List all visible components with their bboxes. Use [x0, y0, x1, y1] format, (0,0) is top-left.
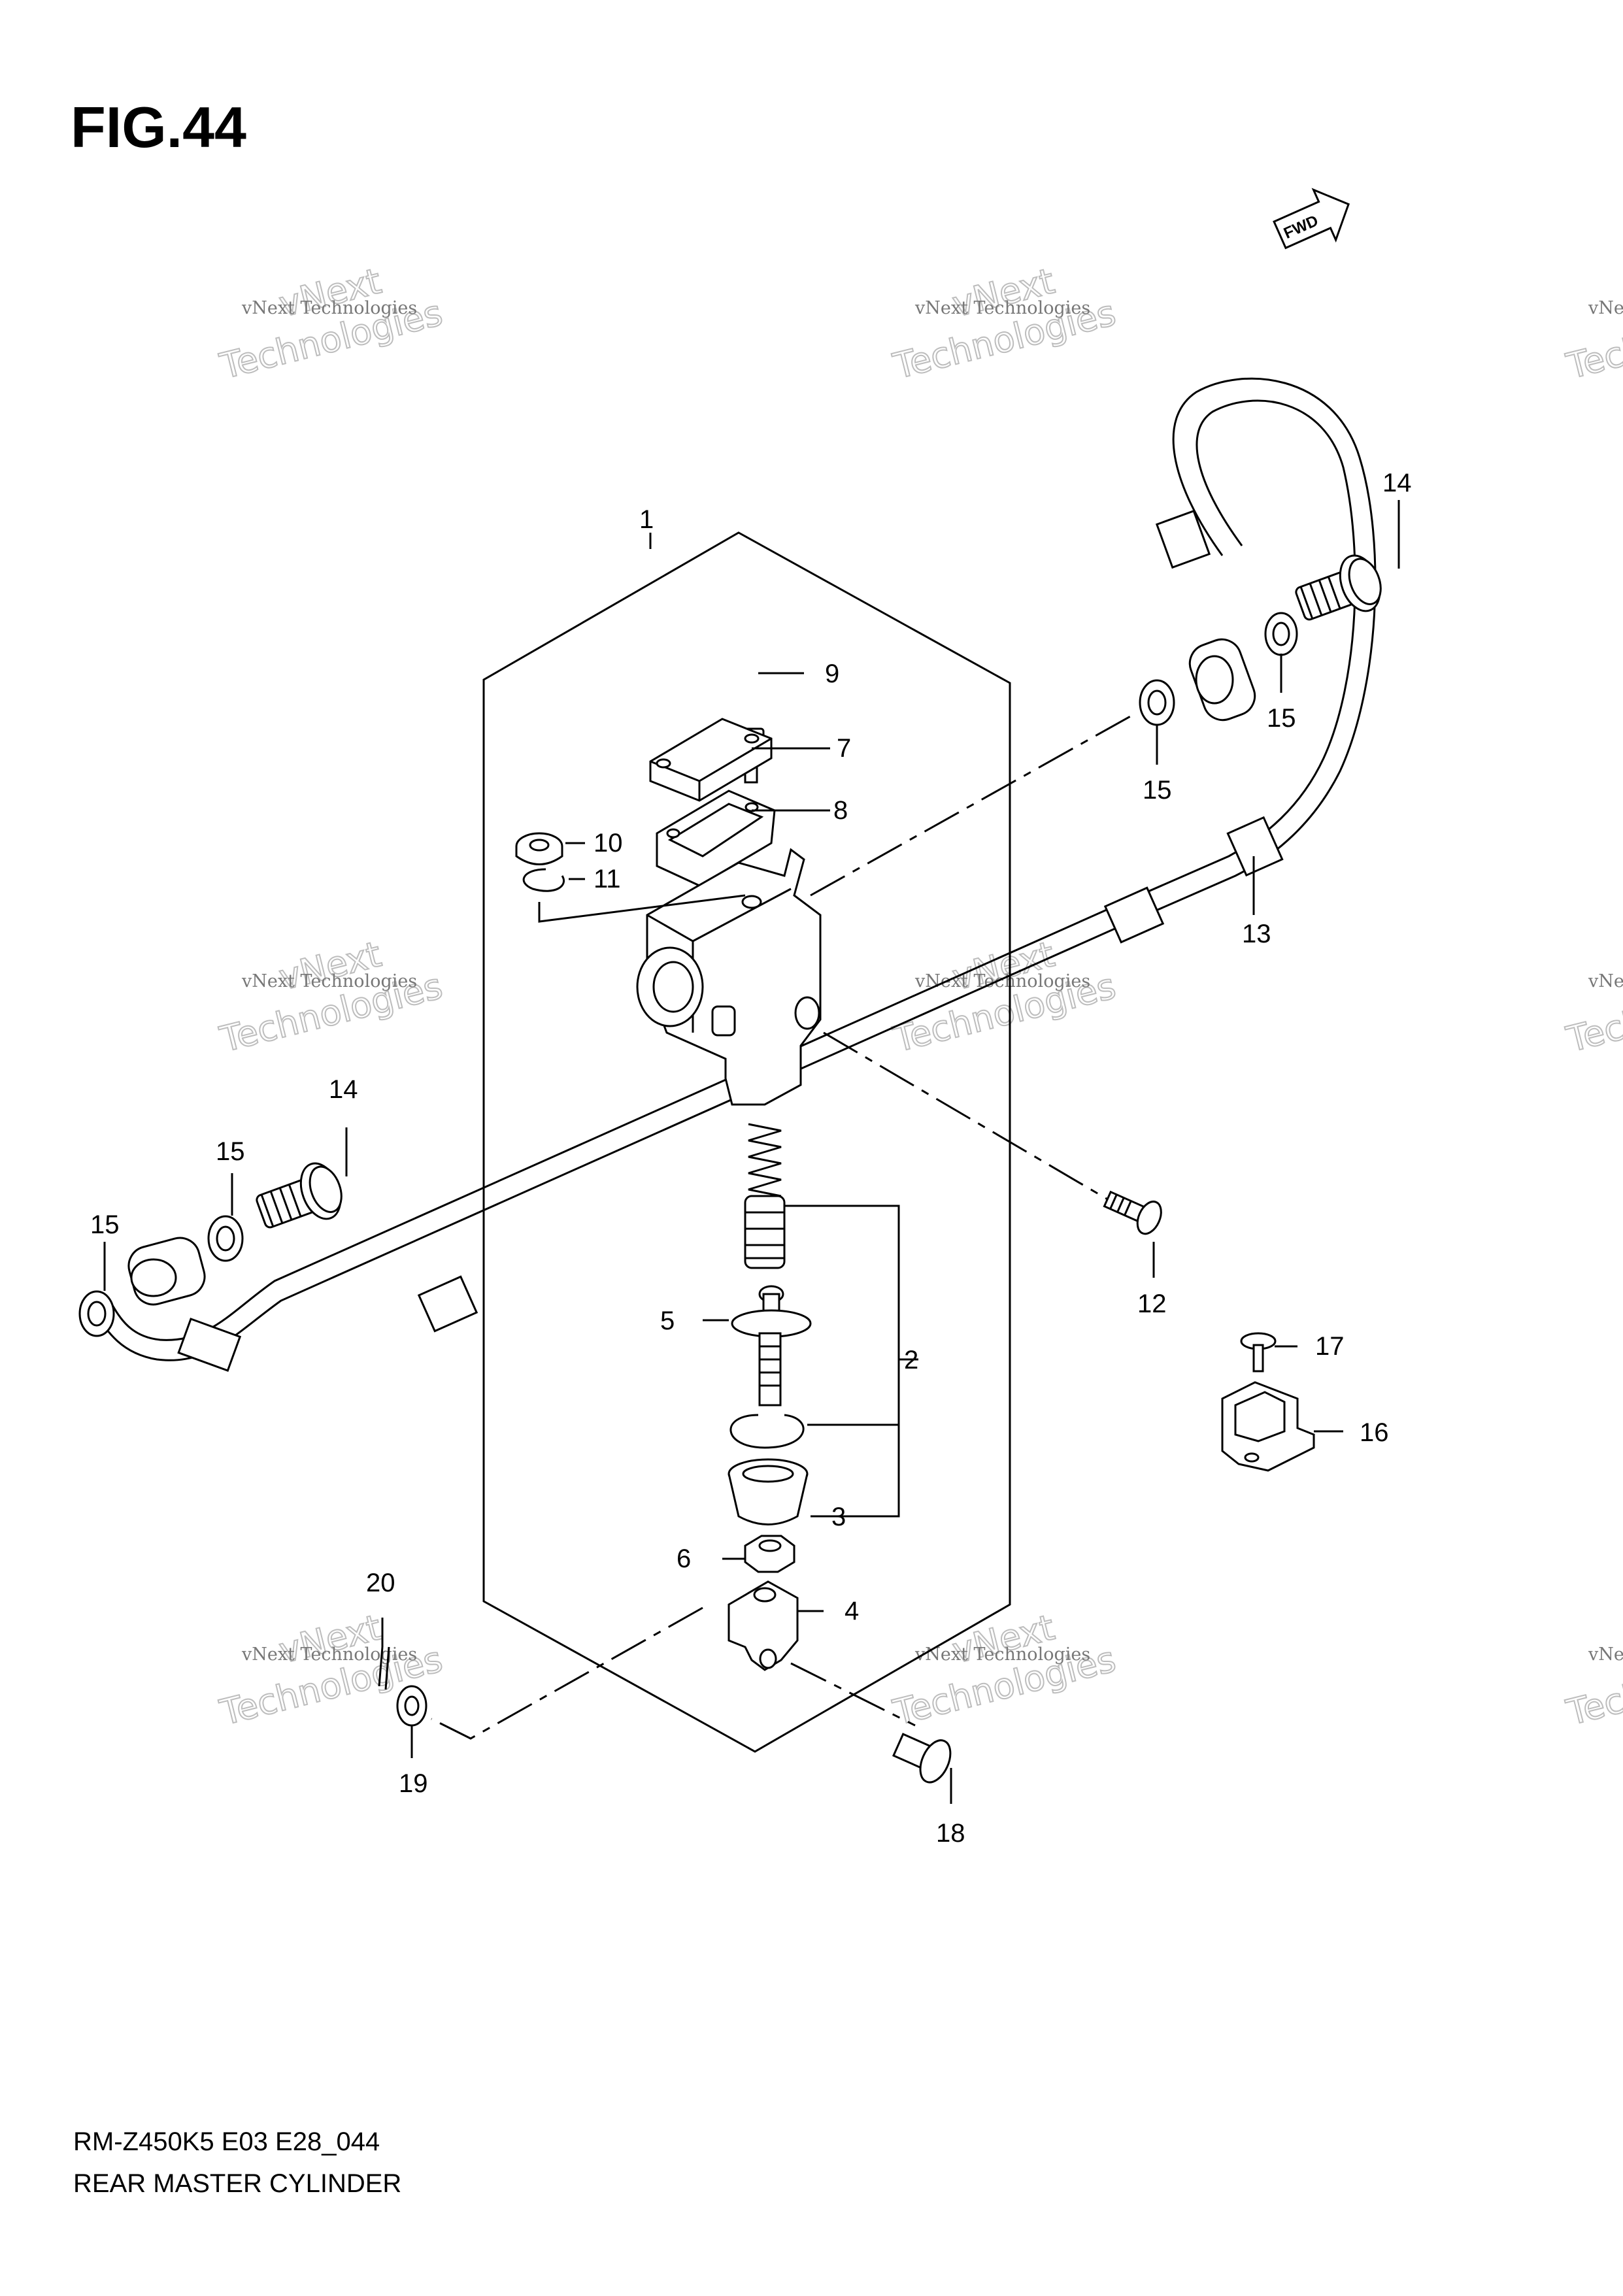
washer — [1264, 612, 1298, 656]
hose-guide-clamp — [1221, 1381, 1315, 1472]
callout-3: 3 — [831, 1503, 846, 1531]
watermark-text: vNext Technologies — [241, 298, 417, 318]
section-name: REAR MASTER CYLINDER — [73, 2169, 401, 2198]
watermark-text: vNext Technologies — [1588, 971, 1623, 991]
callout-12: 12 — [1137, 1289, 1167, 1318]
guide-line — [810, 711, 1138, 897]
mounting-screw — [1103, 1190, 1162, 1235]
watermark-text: vNext Technologies — [241, 971, 417, 991]
callout-17: 17 — [1315, 1332, 1345, 1361]
pin-washer — [396, 1685, 427, 1727]
watermark-text: vNext Technologies — [914, 1644, 1090, 1665]
cotter-pin — [378, 1646, 390, 1690]
hose-banjo-lower — [127, 1237, 206, 1306]
reservoir-cap — [649, 718, 773, 802]
callout-11: 11 — [594, 865, 621, 893]
callout-16: 16 — [1360, 1418, 1389, 1447]
callout-4: 4 — [845, 1597, 859, 1625]
piston-spring — [748, 1123, 782, 1197]
callout-14-upper: 14 — [1382, 469, 1412, 497]
guide-screw — [1240, 1332, 1277, 1373]
master-cylinder-assembly-outline — [482, 531, 1011, 1753]
callout-18: 18 — [936, 1819, 965, 1848]
callout-6: 6 — [677, 1544, 691, 1573]
clevis-pin — [892, 1733, 952, 1784]
hose-connector — [515, 832, 563, 865]
callout-10: 10 — [594, 829, 623, 857]
watermark-text: vNext Technologies — [914, 298, 1090, 318]
callout-14-lower: 14 — [329, 1075, 358, 1104]
washer — [78, 1290, 115, 1337]
callout-9: 9 — [825, 659, 839, 688]
callout-8: 8 — [833, 796, 848, 825]
callout-15-a: 15 — [1143, 776, 1172, 805]
callout-13: 13 — [1242, 920, 1271, 948]
union-bolt-upper — [1295, 554, 1382, 621]
guide-line — [431, 1606, 703, 1740]
watermark-group: Technologies vNext vNext Technologies Te… — [215, 259, 1623, 1734]
callout-15-b: 15 — [1267, 704, 1296, 733]
washer — [207, 1215, 244, 1262]
lock-nut — [744, 1535, 795, 1573]
brake-hose — [90, 377, 1377, 1372]
callout-7: 7 — [837, 734, 851, 763]
piston-circlip — [729, 1414, 805, 1449]
callouts: 1 2 3 4 5 6 7 8 9 10 11 12 13 14 14 15 1… — [90, 469, 1412, 1848]
diaphragm — [656, 790, 776, 887]
circlip — [522, 868, 565, 892]
callout-19: 19 — [399, 1769, 428, 1798]
callout-2: 2 — [904, 1346, 918, 1374]
guide-line — [823, 1031, 1125, 1210]
model-code: RM-Z450K5 E03 E28_044 — [73, 2127, 380, 2156]
callout-20: 20 — [366, 1569, 395, 1597]
forward-arrow-icon: FWD — [1273, 188, 1350, 250]
watermark-text: vNext Technologies — [1588, 1644, 1623, 1665]
watermark-text: vNext Technologies — [1588, 298, 1623, 318]
guide-line — [790, 1662, 916, 1727]
piston-set — [744, 1195, 786, 1269]
clevis — [728, 1580, 799, 1671]
callout-5: 5 — [660, 1306, 675, 1335]
hose-banjo-upper — [1188, 638, 1256, 722]
callout-15-c: 15 — [216, 1137, 245, 1166]
figure-title: FIG.44 — [71, 95, 246, 159]
watermark-text: vNext Technologies — [241, 1644, 417, 1665]
master-cylinder-body — [636, 848, 822, 1106]
leader-lines — [103, 500, 1400, 1804]
union-bolt-lower — [256, 1162, 343, 1229]
callout-1: 1 — [639, 505, 654, 534]
push-rod — [731, 1285, 812, 1406]
boot — [728, 1458, 809, 1525]
washer — [1139, 679, 1175, 726]
watermark-text: vNext Technologies — [914, 971, 1090, 991]
callout-15-d: 15 — [90, 1210, 120, 1239]
